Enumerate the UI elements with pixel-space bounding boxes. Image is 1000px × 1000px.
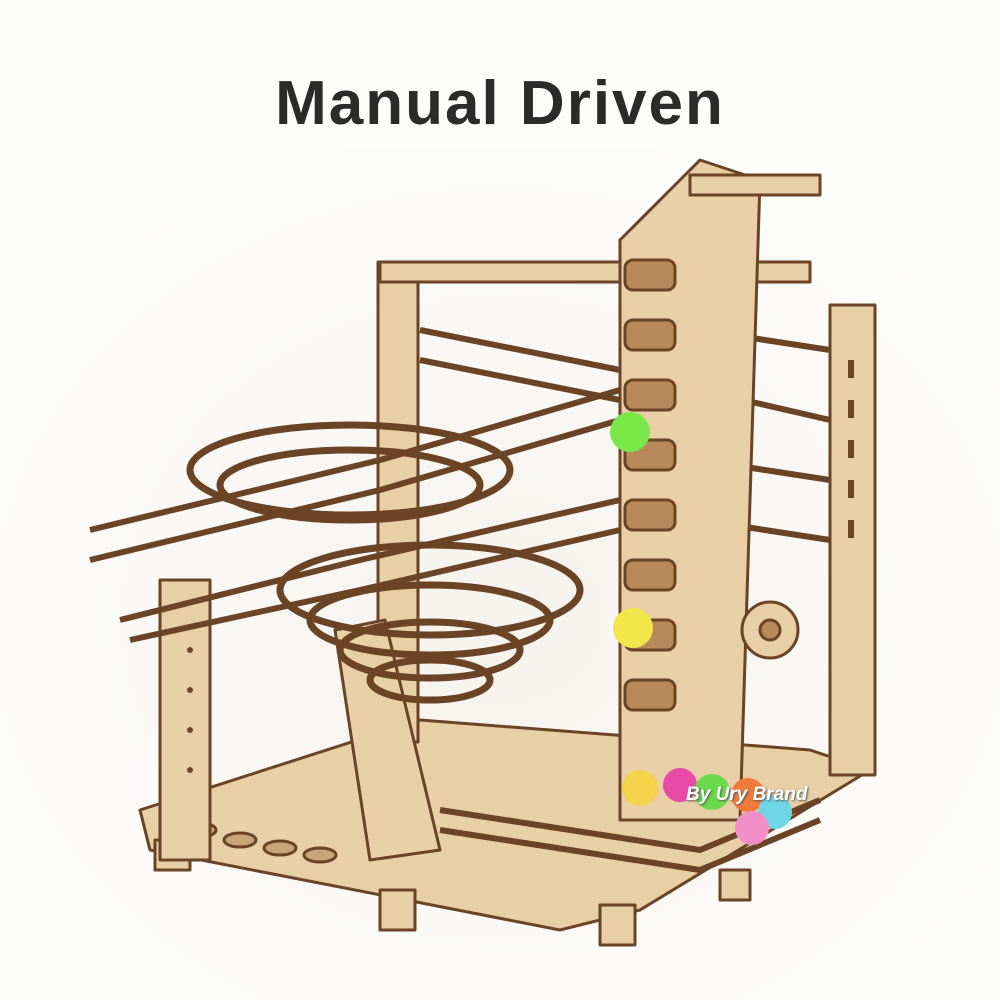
marble-orange [731, 778, 765, 812]
marble-magenta [663, 768, 697, 802]
watermark: By Ury Brand [686, 784, 808, 805]
marble-green [610, 412, 650, 452]
marble-yellow [613, 608, 653, 648]
marbles [610, 412, 792, 845]
marble-pink [735, 811, 769, 845]
marble-green-bottom [694, 774, 730, 810]
title: Manual Driven [275, 69, 725, 138]
marble-yellow-bottom [622, 770, 658, 806]
